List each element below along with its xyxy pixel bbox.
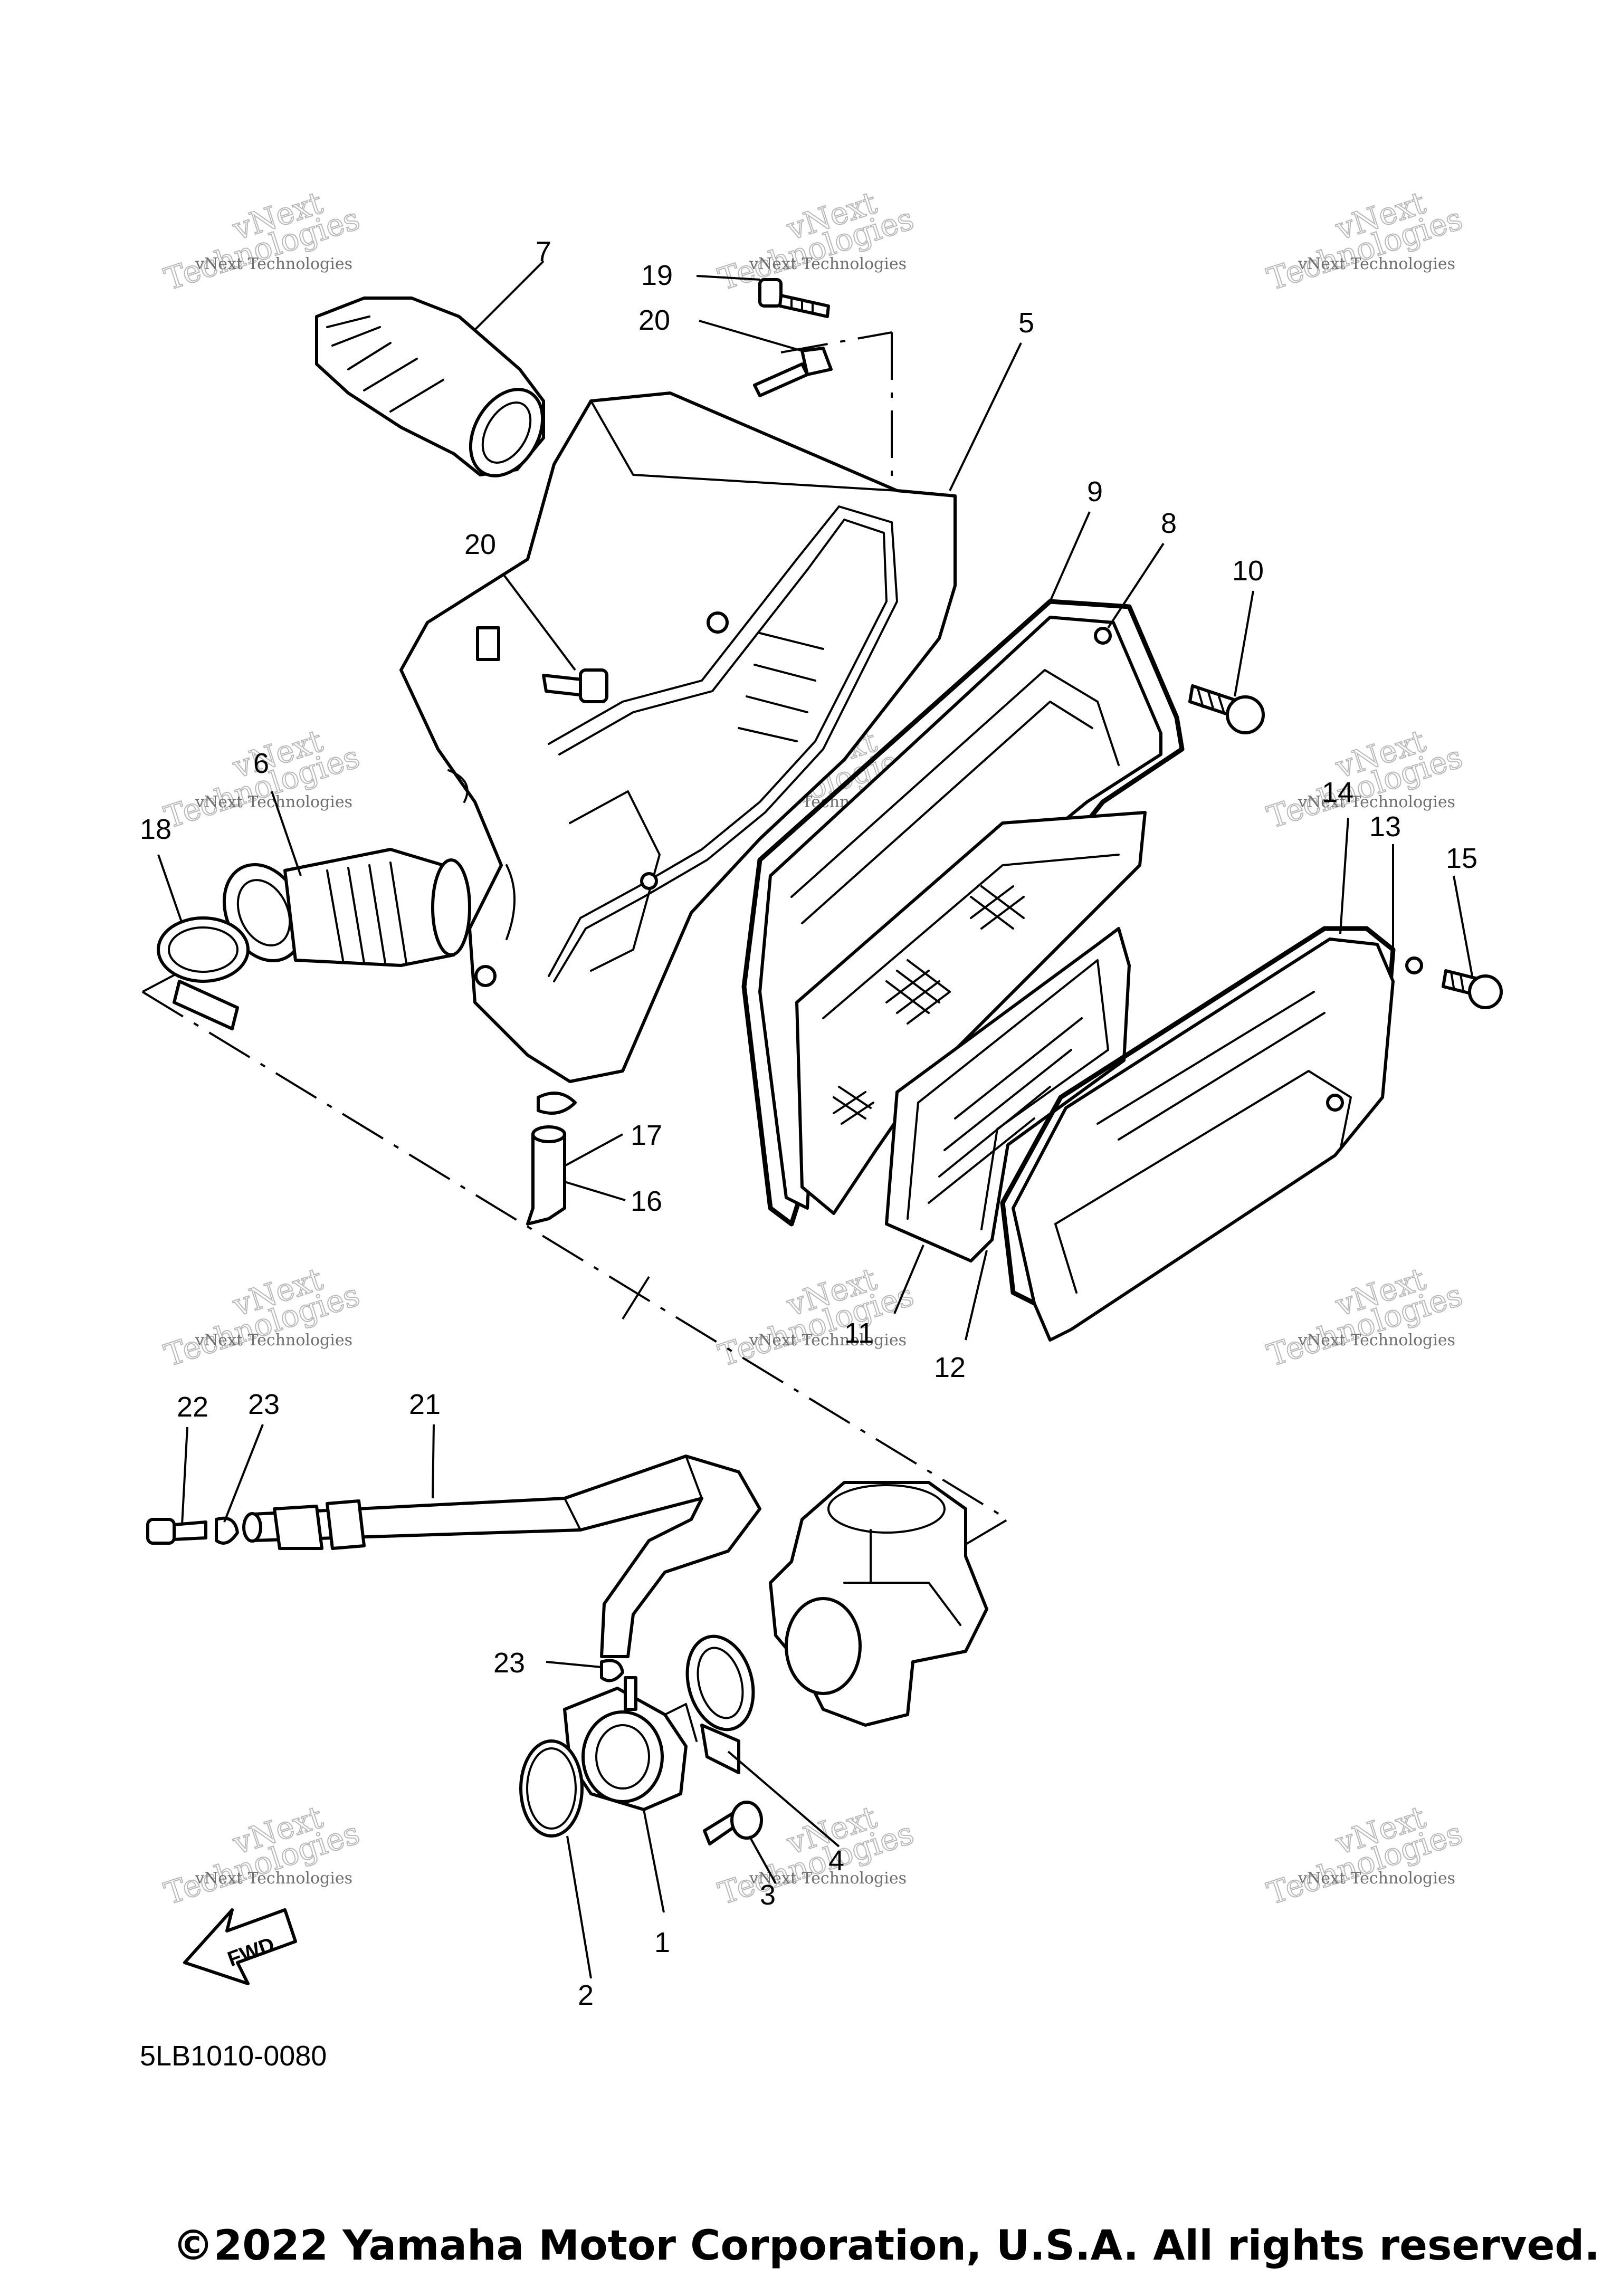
watermark-text: vNext Technologies xyxy=(1298,255,1455,273)
callout-19: 19 xyxy=(641,260,673,291)
callout-11: 11 xyxy=(844,1317,874,1349)
carburetor xyxy=(769,1481,988,1727)
callout-22: 22 xyxy=(177,1391,208,1423)
watermark-text: vNext Technologies xyxy=(749,255,907,273)
watermark-text: vNext Technologies xyxy=(195,1869,352,1888)
callout-6: 6 xyxy=(253,748,269,779)
callout-12: 12 xyxy=(934,1352,966,1383)
screw-part-15 xyxy=(1442,969,1503,1009)
bolt-part-22 xyxy=(146,1518,207,1545)
forward-arrow-icon: FWD xyxy=(183,1908,297,1985)
watermark-text: vNext Technologies xyxy=(749,1331,907,1350)
bolt-part-20-upper xyxy=(753,347,833,397)
o-ring-part-2 xyxy=(519,1739,584,1838)
callout-14: 14 xyxy=(1322,777,1353,808)
screw-part-10 xyxy=(1188,684,1265,734)
clip-part-17 xyxy=(537,1092,577,1115)
air-box-case-part-5 xyxy=(399,391,957,1083)
callout-23-upper: 23 xyxy=(248,1389,280,1420)
clamp-part-18 xyxy=(157,916,250,1030)
callout-2: 2 xyxy=(578,1979,594,2011)
filter-element xyxy=(795,811,1147,1215)
callout-13: 13 xyxy=(1369,811,1401,843)
watermark-text: vNext Technologies xyxy=(1298,1869,1455,1888)
callout-21: 21 xyxy=(409,1389,441,1420)
watermark-text: vNext Technologies xyxy=(749,1869,907,1888)
callout-9: 9 xyxy=(1087,476,1103,508)
callout-8: 8 xyxy=(1161,508,1177,539)
watermark-text: vNext Technologies xyxy=(195,255,352,273)
bolt-part-20-lower xyxy=(542,668,608,703)
clip-part-23-upper xyxy=(215,1516,239,1545)
hose-part-21 xyxy=(242,1455,761,1658)
clamp-part-4 xyxy=(685,1634,755,1774)
callout-17: 17 xyxy=(631,1120,662,1151)
watermark-text: vNext Technologies xyxy=(1298,793,1455,811)
callout-7: 7 xyxy=(536,236,551,267)
diagram-code: 5LB1010-0080 xyxy=(140,2040,327,2072)
callout-10: 10 xyxy=(1232,555,1264,587)
bolt-part-19 xyxy=(758,278,830,318)
callout-labels: 7 19 20 5 9 8 10 20 6 18 14 13 15 17 16 … xyxy=(140,236,1477,2011)
leader-lines xyxy=(157,260,1473,1979)
callout-5: 5 xyxy=(1018,307,1034,339)
watermark-text: vNext Technologies xyxy=(1298,1331,1455,1350)
copyright-notice: ©2022 Yamaha Motor Corporation, U.S.A. A… xyxy=(172,2222,1600,2270)
callout-23-lower: 23 xyxy=(493,1647,525,1679)
element-mesh xyxy=(833,885,1025,1125)
callout-4: 4 xyxy=(828,1845,844,1877)
callout-15: 15 xyxy=(1446,843,1477,874)
watermark-text: vNext Technologies xyxy=(195,1331,352,1350)
air-box-cover-part-13 xyxy=(1000,926,1423,1342)
carburetor-joint-part-1 xyxy=(563,1676,698,1811)
callout-3: 3 xyxy=(760,1879,776,1911)
callout-1: 1 xyxy=(654,1927,670,1958)
element-frame-part-11 xyxy=(885,927,1131,1262)
plug-part-16 xyxy=(526,1125,566,1226)
callout-16: 16 xyxy=(631,1185,662,1217)
clip-part-23-lower xyxy=(600,1659,624,1682)
callout-18: 18 xyxy=(140,814,171,845)
callout-20-lower: 20 xyxy=(464,529,496,560)
screw-part-3 xyxy=(703,1801,763,1845)
callout-20-upper: 20 xyxy=(638,304,670,336)
intake-boot-part-7 xyxy=(315,296,545,477)
